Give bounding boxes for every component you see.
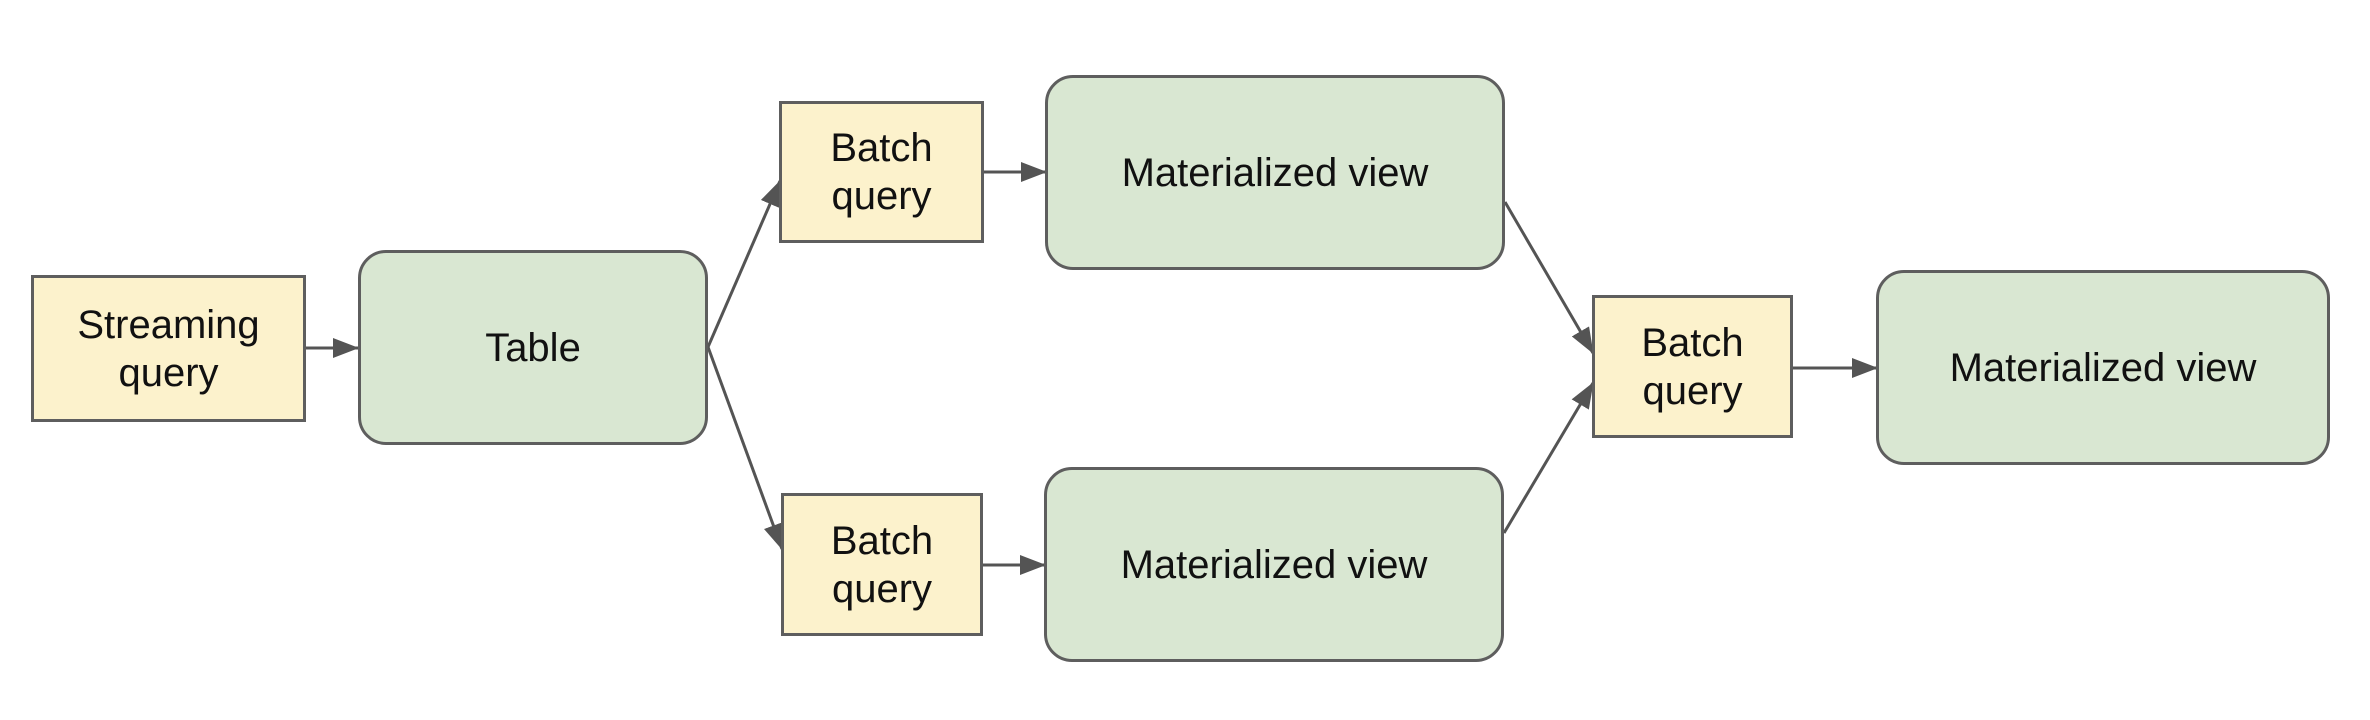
- node-batch-query-bottom-label: Batch query: [830, 518, 934, 611]
- connector-materialized-view-top-to-batch-query-center: [1503, 201, 1595, 354]
- node-materialized-view-bottom: Materialized view: [1044, 467, 1504, 662]
- node-materialized-view-final-label: Materialized view: [1949, 345, 2257, 390]
- node-materialized-view-bottom-label: Materialized view: [1120, 542, 1428, 587]
- connector-table-to-batch-query-top: [706, 180, 782, 348]
- node-batch-query-top: Batch query: [779, 101, 984, 243]
- node-materialized-view-top: Materialized view: [1045, 75, 1505, 270]
- node-batch-query-bottom: Batch query: [781, 493, 983, 636]
- node-table: Table: [358, 250, 708, 445]
- node-streaming-query: Streaming query: [31, 275, 306, 422]
- node-batch-query-center-label: Batch query: [1641, 320, 1744, 413]
- connector-materialized-view-bottom-to-batch-query-center: [1502, 382, 1595, 534]
- node-batch-query-center: Batch query: [1592, 295, 1793, 438]
- node-streaming-query-label: Streaming query: [77, 302, 260, 395]
- node-table-label: Table: [485, 325, 581, 370]
- node-materialized-view-top-label: Materialized view: [1121, 150, 1429, 195]
- connector-table-to-batch-query-bottom: [706, 346, 784, 550]
- node-materialized-view-final: Materialized view: [1876, 270, 2330, 465]
- node-batch-query-top-label: Batch query: [830, 126, 933, 218]
